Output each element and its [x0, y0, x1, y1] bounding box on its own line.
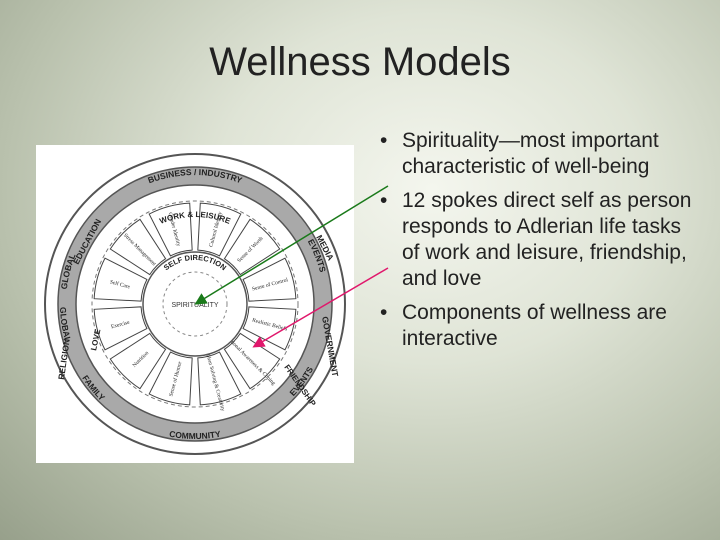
bullet-marker: •	[380, 189, 388, 212]
bullet-text: Components of wellness are interactive	[402, 301, 667, 350]
wheel-spoke	[93, 306, 148, 351]
bullet-text: Spirituality—most important characterist…	[402, 129, 659, 178]
wheel-spoke	[109, 218, 167, 276]
bullet-text: 12 spokes direct self as person responds…	[402, 189, 692, 290]
slide-title: Wellness Models	[209, 40, 511, 84]
bullet-marker: •	[380, 129, 388, 152]
bullet-marker: •	[380, 301, 388, 324]
spirituality-label: SPIRITUALITY	[171, 302, 218, 309]
bullet-item-spirituality: • Spirituality—most important characteri…	[380, 128, 700, 180]
bullet-item-spokes: • 12 spokes direct self as person respon…	[380, 188, 700, 292]
wheel-spoke	[223, 332, 281, 390]
spoke-label: Exercise	[110, 320, 130, 331]
society-label-community: COMMUNITY	[169, 429, 222, 441]
wheel-spoke	[148, 202, 193, 257]
wheel-spoke	[197, 351, 242, 406]
svg-text:COMMUNITY: COMMUNITY	[169, 429, 222, 441]
wheel-spoke	[109, 332, 167, 390]
wheel-spoke	[93, 257, 148, 302]
bullet-list: • Spirituality—most important characteri…	[380, 128, 700, 360]
wheel-spoke	[148, 351, 193, 406]
bullet-item-components: • Components of wellness are interactive	[380, 300, 700, 352]
